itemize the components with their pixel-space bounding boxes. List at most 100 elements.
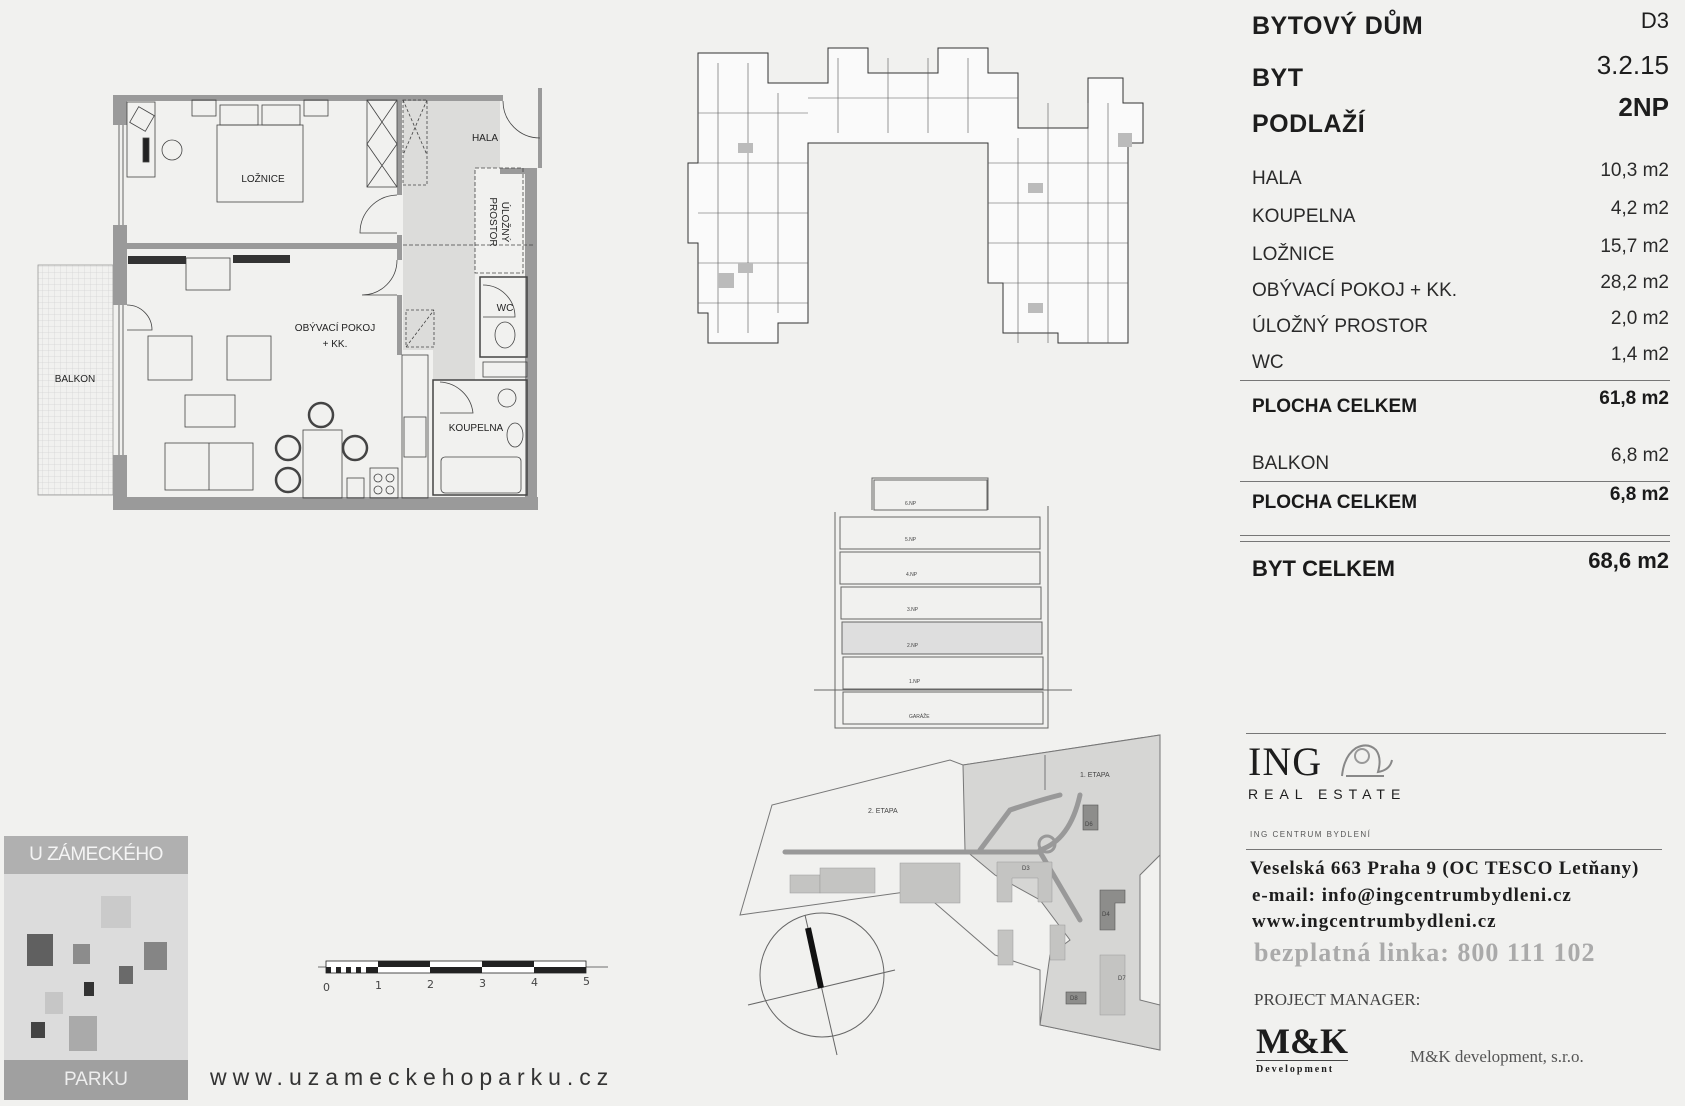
storage-outline: [474, 167, 524, 274]
room-row: OBÝVACÍ POKOJ + KK. 28,2 m2: [1252, 272, 1669, 302]
building-section: 6.NP 5.NP 4.NP 3.NP 2.NP 1.NP GARÁŽE: [814, 477, 1072, 729]
floor-value: 2NP: [1618, 92, 1669, 122]
apartment-floor-plan: LOŽNICE HALA ÚLOŽNÝ PROSTOR WC OBÝVACÍ P…: [37, 88, 542, 510]
subtotal-label: PLOCHA CELKEM: [1252, 396, 1418, 417]
logo-bottom-text: PARKU: [4, 1060, 188, 1100]
room-name: OBÝVACÍ POKOJ + KK.: [1252, 280, 1458, 301]
room-row: WC 1,4 m2: [1252, 344, 1669, 374]
project-logo: U ZÁMECKÉHO PARKU: [4, 836, 188, 1100]
divider: [1246, 849, 1662, 850]
room-area: 4,2 m2: [1610, 198, 1669, 219]
north-arrow-icon: [805, 927, 824, 989]
bed: [216, 124, 304, 203]
logo-top-text: U ZÁMECKÉHO: [4, 836, 188, 874]
label-living-2: + KK.: [323, 339, 348, 350]
building-value: D3: [1640, 8, 1669, 33]
logo-square: [45, 992, 63, 1014]
divider: [1246, 733, 1666, 734]
project-website-link[interactable]: www.uzameckehoparku.cz: [210, 1064, 615, 1090]
logo-square: [73, 944, 90, 964]
site-plan: 1. ETAPA 2. ETAPA D3 D4 D6 D7 D8: [739, 734, 1161, 1056]
hotline: bezplatná linka: 800 111 102: [1254, 938, 1596, 967]
highlighted-floor: [841, 621, 1043, 655]
email-link[interactable]: e-mail: info@ingcentrumbydleni.cz: [1252, 885, 1572, 906]
floor-labels: 6.NP 5.NP 4.NP 3.NP 2.NP 1.NP GARÁŽE: [905, 501, 930, 720]
bathroom-room: [432, 379, 528, 496]
site-label-d3: D3: [1022, 866, 1030, 872]
coffee-table: [184, 394, 236, 428]
label-storage-1: ÚLOŽNÝ: [499, 202, 512, 243]
room-area: 28,2 m2: [1600, 272, 1669, 293]
divider: [1240, 481, 1670, 482]
room-name: KOUPELNA: [1252, 206, 1356, 227]
room-area: 15,7 m2: [1600, 236, 1669, 257]
label-balcony: BALKON: [55, 374, 96, 385]
logo-square: [101, 896, 131, 928]
label-bathroom: KOUPELNA: [449, 423, 504, 434]
grand-total-value: 68,6 m2: [1588, 548, 1669, 573]
wc-room: [479, 276, 528, 358]
site-label-d6: D6: [1085, 822, 1093, 828]
floor-label: 5.NP: [905, 537, 917, 543]
room-area: 2,0 m2: [1610, 308, 1669, 329]
scale-bar: 0 1 2 3 4 5: [318, 960, 608, 994]
logo-square: [119, 966, 133, 984]
armchair: [147, 335, 193, 381]
label-living-1: OBÝVACÍ POKOJ: [295, 321, 375, 334]
building-key-plan: [687, 47, 1144, 344]
label-wc: WC: [497, 303, 514, 314]
project-manager-label: PROJECT MANAGER:: [1254, 990, 1421, 1009]
desk: [126, 101, 156, 178]
divider: [1240, 380, 1670, 381]
address: Veselská 663 Praha 9 (OC TESCO Letňany): [1250, 858, 1640, 879]
site-label-d8: D8: [1070, 996, 1078, 1002]
site-label-stage1: 1. ETAPA: [1080, 772, 1110, 779]
label-bedroom: LOŽNICE: [241, 172, 285, 185]
floor-label: PODLAŽÍ: [1252, 110, 1366, 138]
site-label-d7: D7: [1118, 976, 1126, 982]
floor-label: 1.NP: [909, 679, 921, 685]
floor-label: 3.NP: [907, 607, 919, 613]
scale-tick: 2: [427, 978, 434, 991]
logo-square: [31, 1022, 45, 1038]
logo-square: [27, 934, 53, 966]
divider: [1240, 541, 1670, 542]
armchair: [226, 335, 272, 381]
mk-logo-sub: Development: [1256, 1064, 1335, 1075]
room-row: ÚLOŽNÝ PROSTOR 2,0 m2: [1252, 308, 1669, 338]
scale-tick: 1: [375, 979, 382, 992]
room-name: ÚLOŽNÝ PROSTOR: [1252, 316, 1428, 337]
flat-value: 3.2.15: [1596, 50, 1669, 80]
balcony-area: 6,8 m2: [1610, 445, 1669, 466]
ing-centrum: ING CENTRUM BYDLENÍ: [1250, 830, 1372, 839]
building-label: BYTOVÝ DŮM: [1252, 12, 1424, 40]
floor-label: 6.NP: [905, 501, 917, 507]
balcony: [37, 264, 114, 496]
site-label-stage2: 2. ETAPA: [868, 808, 898, 815]
flat-label: BYT: [1252, 64, 1304, 92]
logo-square: [69, 1016, 97, 1051]
scale-tick: 5: [583, 975, 590, 988]
tv-cabinet: [185, 257, 231, 291]
room-area: 1,4 m2: [1610, 344, 1669, 365]
room-row: KOUPELNA 4,2 m2: [1252, 198, 1669, 228]
ing-logo: ING: [1248, 739, 1323, 784]
floor-label: GARÁŽE: [909, 712, 930, 720]
website-link[interactable]: www.ingcentrumbydleni.cz: [1252, 911, 1497, 932]
mk-logo: M&K: [1256, 1021, 1348, 1061]
grand-total-label: BYT CELKEM: [1252, 556, 1395, 581]
ing-subtitle: REAL ESTATE: [1248, 786, 1407, 802]
floor-label-highlighted: 2.NP: [907, 643, 919, 649]
logo-square: [84, 982, 94, 996]
north-compass: [759, 912, 885, 1038]
room-name: WC: [1252, 352, 1284, 373]
balcony-total-label: PLOCHA CELKEM: [1252, 492, 1418, 513]
wardrobe: [366, 99, 398, 188]
scale-tick: 4: [531, 976, 538, 989]
walls: [113, 88, 542, 510]
